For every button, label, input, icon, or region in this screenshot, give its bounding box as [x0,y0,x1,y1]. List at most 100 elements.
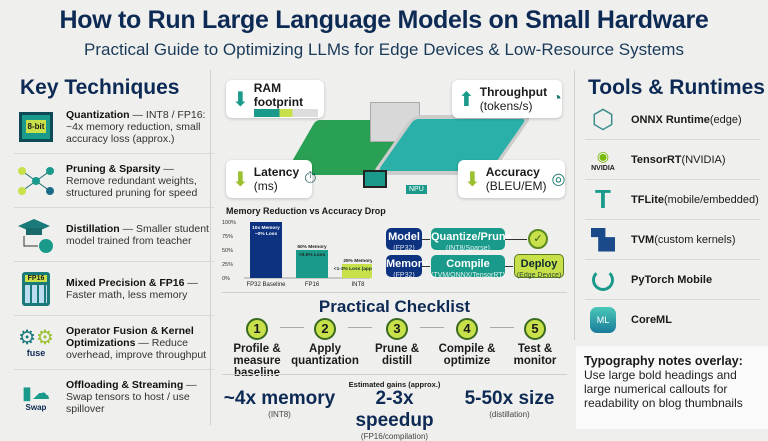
chip-icon: 8-bit [14,107,58,147]
x-tick-label: FP32 Baseline [246,282,286,288]
x-tick-label: INT8 [351,282,365,288]
bar [250,222,282,278]
gears-icon: ⚙⚙fuse [18,326,54,358]
y-tick-label: 50% [222,248,233,254]
data-label: <1-3% Loss (approx.) [334,266,372,272]
nvidia-icon: ◉NVIDIA [591,147,615,172]
step-label: Prune & distill [374,343,420,367]
check-icon: ✓ [528,229,548,249]
step-label: Compile & optimize [438,343,496,367]
y-tick-label: 25% [222,262,233,268]
data-label: <0.5% Loss [299,252,326,258]
technique-mixed-precision: FP16 Mixed Precision & FP16 — Faster mat… [14,262,214,316]
step-arrow [348,327,372,328]
y-tick-label: 75% [222,234,233,240]
typography-notes: Typography notes overlay: Use large bold… [576,346,768,429]
step-arrow [280,327,304,328]
bar [296,250,328,278]
gauge-icon: ◔ [552,90,562,107]
onnx-icon: ⬡ [591,104,615,134]
arrow-down-icon: ⬇ [464,168,481,191]
pytorch-icon [585,264,621,296]
data-label: 50% Memory [297,244,327,250]
tool-onnx: ⬡ONNX Runtime (edge) [585,100,760,140]
step-number-badge: 1 [246,318,268,340]
step-number-badge: 5 [524,318,546,340]
arrow-down-icon: ⬇ [232,88,249,111]
network-icon [14,161,58,201]
technique-distillation: Distillation — Smaller student model tra… [14,208,214,262]
accuracy-card: ⬇ Accuracy(BLEU/EM) ◎ [458,160,565,198]
flow-model: Model(FP32) [386,228,422,252]
technique-operator-fusion: ⚙⚙fuse Operator Fusion & Kernel Optimiza… [14,316,214,370]
flow-deploy: Deploy(Edge Device) [514,254,564,279]
flow-arrow [422,266,430,267]
y-tick-label: 100% [222,220,236,226]
gain-memory: ~4x memory(INT8) [223,388,336,419]
throughput-card: ⬆ Throughput(tokens/s) ◔ [452,80,562,118]
key-techniques-heading: Key Techniques [20,76,180,99]
step-label: Test & monitor [513,343,557,367]
x-tick-label: FP16 [305,282,320,288]
gain-size: 5-50x size(distillation) [464,388,555,419]
page-title: How to Run Large Language Models on Smal… [59,6,709,34]
divider [210,70,211,425]
flow-arrow [505,266,513,267]
step-number-badge: 2 [314,318,336,340]
step-arrow [420,327,444,328]
divider [222,374,567,375]
flow-compile: Compile(TVM/ONNX/TensorRT) [431,255,505,279]
page-subtitle: Practical Guide to Optimizing LLMs for E… [84,40,684,59]
checklist-heading: Practical Checklist [318,297,471,316]
latency-card: ⬇ Latency(ms) ⏱ [226,160,317,198]
gain-speedup: 2-3x speedup(FP16/compilation) [355,388,434,441]
npu-chip-icon [363,170,387,188]
graduation-cap-icon [14,215,58,255]
ram-footprint-card: ⬇ RAM footprint [226,80,324,118]
step-number-badge: 3 [386,318,408,340]
target-icon: ◎ [551,171,566,188]
ram-bar [253,109,318,117]
step-label: Apply quantization [291,343,359,367]
data-label: ~0% Loss [255,231,278,237]
stopwatch-icon: ⏱ [304,170,317,187]
bar [342,264,372,278]
npu-label: NPU [406,185,427,194]
swap-cloud-icon: ▮☁Swap [22,382,50,412]
flow-memory: Memory(FP32) [386,255,428,279]
technique-pruning: Pruning & Sparsity — Remove redundant we… [14,154,214,208]
typography-body: Use large bold headings and large numeri… [584,368,743,410]
tool-tvm: TVM (custom kernels) [585,220,760,260]
flow-quantize: Quantize/Prune(INT8/Sparse) [431,228,512,252]
typography-heading: Typography notes overlay: [584,354,743,368]
coreml-icon: ML [585,304,621,336]
technique-quantization: 8-bit Quantization — INT8 / FP16: ~4x me… [14,100,214,154]
data-label: 10x Memory [252,225,280,231]
technique-offloading: ▮☁Swap Offloading & Streaming — Swap ten… [14,370,214,424]
step-number-badge: 4 [456,318,478,340]
tool-pytorch-mobile: PyTorch Mobile [585,260,760,300]
step-label: Profile & measure baseline [233,343,281,379]
divider [574,70,575,340]
arrow-down-icon: ⬇ [232,168,249,191]
data-label: 25% Memory [343,258,372,264]
tensorflow-icon: T [595,184,611,214]
gains-caption: Estimated gains (approx.) [348,380,441,389]
divider [222,292,567,293]
chart-title: Memory Reduction vs Accuracy Drop [226,206,386,216]
arrow-up-icon: ⬆ [458,88,475,111]
tvm-icon [585,224,621,256]
calculator-icon: FP16 [14,269,58,309]
flow-arrow [505,239,527,240]
step-arrow [490,327,514,328]
tools-heading: Tools & Runtimes [588,76,765,99]
